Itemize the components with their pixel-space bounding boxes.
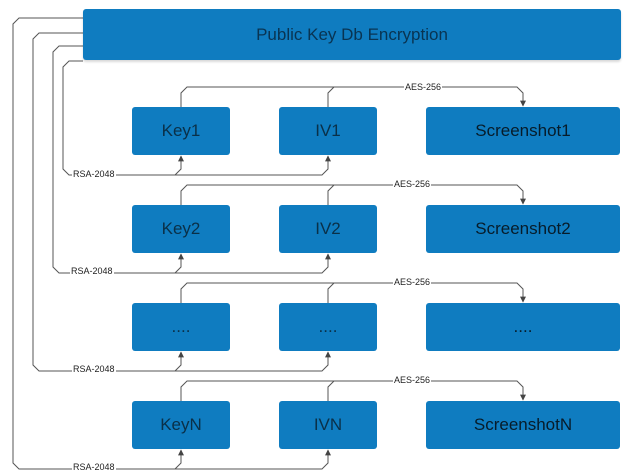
iv-aes-connector xyxy=(327,184,335,205)
screenshot-box: Screenshot2 xyxy=(426,205,620,253)
screenshot-label: Screenshot2 xyxy=(475,219,571,238)
key-box: Key1 xyxy=(132,107,230,155)
rsa-connector xyxy=(52,45,331,274)
rsa-label: RSA-2048 xyxy=(72,462,116,472)
iv-label: .... xyxy=(318,317,338,336)
aes-connector xyxy=(180,282,526,303)
rsa-connector xyxy=(62,60,331,176)
screenshot-box: Screenshot1 xyxy=(426,107,620,155)
aes-label: AES-256 xyxy=(393,179,432,189)
aes-connector xyxy=(180,86,526,107)
aes-label: AES-256 xyxy=(393,277,432,287)
title-text: Public Key Db Encryption xyxy=(256,24,448,44)
key-rsa-connector xyxy=(174,253,184,274)
key-box: Key2 xyxy=(132,205,230,253)
key-rsa-connector xyxy=(174,155,184,176)
rsa-connector xyxy=(32,32,331,372)
iv-box: IV1 xyxy=(279,107,377,155)
iv-box: IV2 xyxy=(279,205,377,253)
iv-aes-connector xyxy=(327,86,335,107)
key-label: Key2 xyxy=(161,219,201,238)
iv-box: IVN xyxy=(279,401,377,449)
key-box: .... xyxy=(132,303,230,351)
key-label: KeyN xyxy=(160,415,202,434)
iv-label: IVN xyxy=(313,415,343,434)
rsa-label: RSA-2048 xyxy=(70,266,114,276)
iv-aes-connector xyxy=(327,282,335,303)
screenshot-box: ScreenshotN xyxy=(426,401,620,449)
key-label: .... xyxy=(171,317,191,336)
screenshot-label: .... xyxy=(513,317,533,336)
key-box: KeyN xyxy=(132,401,230,449)
key-label: Key1 xyxy=(161,121,201,140)
rsa-connector xyxy=(12,17,331,470)
screenshot-label: Screenshot1 xyxy=(475,121,571,140)
iv-box: .... xyxy=(279,303,377,351)
iv-aes-connector xyxy=(327,380,335,401)
key-rsa-connector xyxy=(174,351,184,372)
screenshot-label: ScreenshotN xyxy=(473,415,573,434)
iv-label: IV2 xyxy=(315,219,341,238)
rsa-label: RSA-2048 xyxy=(72,364,116,374)
aes-label: AES-256 xyxy=(404,82,443,92)
aes-label: AES-256 xyxy=(393,375,432,385)
rsa-label: RSA-2048 xyxy=(72,169,116,179)
key-rsa-connector xyxy=(174,449,184,470)
screenshot-box: .... xyxy=(426,303,620,351)
iv-label: IV1 xyxy=(315,121,341,140)
aes-connector xyxy=(180,380,526,401)
aes-connector xyxy=(180,184,526,205)
title-box: Public Key Db Encryption xyxy=(83,9,621,60)
